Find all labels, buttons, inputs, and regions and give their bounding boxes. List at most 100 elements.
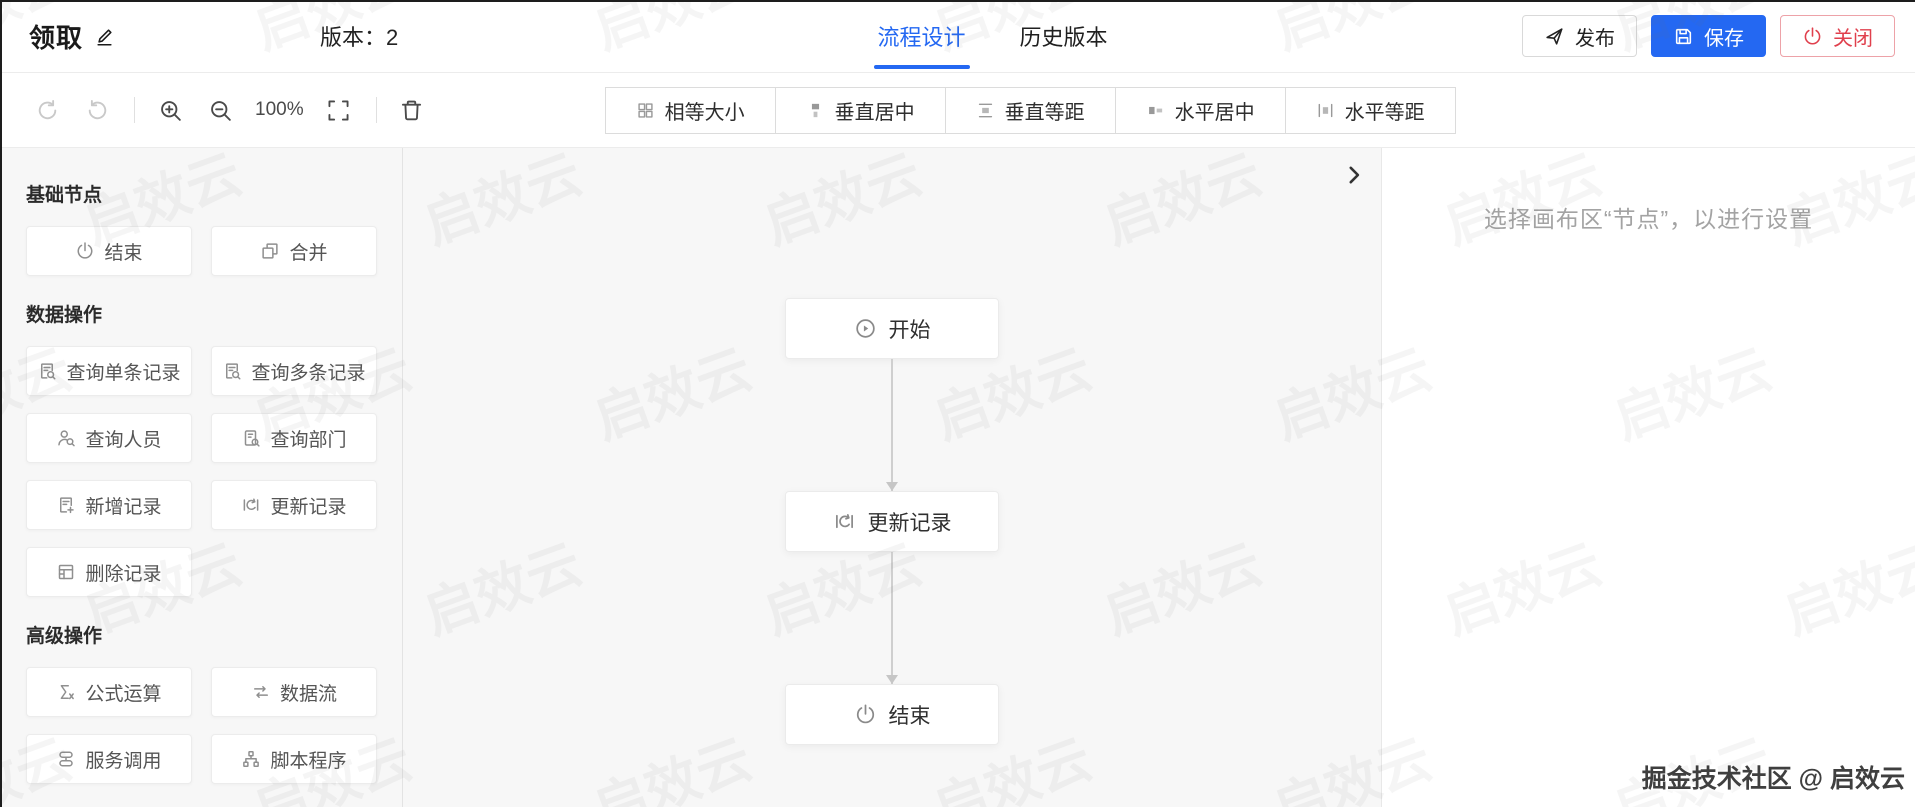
flow-connector xyxy=(891,359,893,491)
palette-item-merge[interactable]: 合并 xyxy=(211,226,377,276)
dataflow-icon xyxy=(251,682,271,702)
palette-item-label: 公式运算 xyxy=(85,683,162,705)
zoom-in-icon xyxy=(158,98,183,123)
inspector-placeholder: 选择画布区“节点”，以进行设置 xyxy=(1483,206,1814,232)
palette-group-2: 高级操作公式运算数据流服务调用脚本程序 xyxy=(26,621,377,784)
align-horizontal-space-button[interactable]: 水平等距 xyxy=(1285,86,1456,134)
align-equal-size-button[interactable]: 相等大小 xyxy=(604,86,776,134)
zoom-level-value: 100% xyxy=(255,99,304,120)
redo-button[interactable] xyxy=(82,95,112,125)
zoom-in-button[interactable] xyxy=(155,95,185,125)
script-icon xyxy=(241,749,261,769)
flow-node-start[interactable]: 开始 xyxy=(785,298,999,359)
palette-item-label: 查询单条记录 xyxy=(66,362,181,384)
flow-connector xyxy=(891,552,893,684)
palette-item-label: 查询部门 xyxy=(270,429,347,451)
palette-grid: 结束 合并 xyxy=(26,226,377,276)
tab-flow-design[interactable]: 流程设计 xyxy=(873,0,970,72)
flow-node-update-record[interactable]: 更新记录 xyxy=(785,491,999,552)
edit-title-icon[interactable] xyxy=(94,26,115,47)
undo-icon xyxy=(35,98,60,123)
header-actions: 发布 保存 关闭 xyxy=(1522,15,1895,57)
close-button[interactable]: 关闭 xyxy=(1780,15,1895,57)
main-area: 基础节点结束合并数据操作查询单条记录查询多条记录查询人员查询部门新增记录更新记录… xyxy=(0,147,1915,807)
window-edge-top xyxy=(0,0,1915,2)
tab-history-versions-label: 历史版本 xyxy=(1019,25,1108,50)
version-label: 版本： xyxy=(320,25,387,50)
update-record-icon xyxy=(833,510,856,533)
palette-item-dataflow[interactable]: 数据流 xyxy=(211,667,377,717)
doc-search-icon xyxy=(222,361,242,381)
palette-item-query-department[interactable]: 查询部门 xyxy=(211,413,377,463)
power-icon xyxy=(854,703,877,726)
palette-group-1: 数据操作查询单条记录 查询多条记录查询人员 查询部门新增记录 更新记录删除记录 xyxy=(26,300,377,597)
align-horizontal-center-button[interactable]: 水平居中 xyxy=(1115,86,1286,134)
power-icon xyxy=(75,241,95,261)
palette-item-update-record[interactable]: 更新记录 xyxy=(211,480,377,530)
palette-item-script[interactable]: 脚本程序 xyxy=(211,734,377,784)
page-title: 领取 xyxy=(29,22,84,53)
delete-record-icon xyxy=(56,562,76,582)
header-tabs: 流程设计 历史版本 xyxy=(873,0,1108,72)
close-button-label: 关闭 xyxy=(1833,27,1873,50)
align-vertical-space-label: 垂直等距 xyxy=(1004,101,1085,124)
palette-item-label: 结束 xyxy=(104,242,143,264)
dept-search-icon xyxy=(241,428,261,448)
inspector-panel: 选择画布区“节点”，以进行设置 xyxy=(1381,148,1915,807)
palette-item-query-person[interactable]: 查询人员 xyxy=(26,413,192,463)
align-vertical-center-button[interactable]: 垂直居中 xyxy=(775,86,946,134)
align-vertical-center-label: 垂直居中 xyxy=(834,101,915,124)
doc-search-icon xyxy=(37,361,57,381)
fit-screen-button[interactable] xyxy=(324,95,354,125)
palette-item-query-single-record[interactable]: 查询单条记录 xyxy=(26,346,192,396)
person-search-icon xyxy=(56,428,76,448)
save-button[interactable]: 保存 xyxy=(1651,15,1766,57)
save-icon xyxy=(1673,26,1694,47)
palette-item-query-multi-record[interactable]: 查询多条记录 xyxy=(211,346,377,396)
palette-item-delete-record[interactable]: 删除记录 xyxy=(26,547,192,597)
send-icon xyxy=(1544,26,1565,47)
zoom-out-button[interactable] xyxy=(205,95,235,125)
service-icon xyxy=(56,749,76,769)
doc-add-icon xyxy=(56,495,76,515)
publish-button[interactable]: 发布 xyxy=(1522,15,1637,57)
node-palette: 基础节点结束 合并数据操作查询单条记录 查询多条记录查询人员 查询部门新增记录 更新记录… xyxy=(0,148,403,807)
palette-grid: 公式运算 数据流服务调用 脚本程序 xyxy=(26,667,377,784)
flow-node-label: 更新记录 xyxy=(867,511,952,535)
flow-canvas[interactable]: 开始更新记录结束 xyxy=(403,148,1381,807)
palette-group-title: 数据操作 xyxy=(26,305,103,326)
align-horizontal-space-label: 水平等距 xyxy=(1344,101,1425,124)
palette-grid: 查询单条记录 查询多条记录查询人员 查询部门新增记录 更新记录删除记录 xyxy=(26,346,377,597)
title-wrap: 领取 xyxy=(29,18,115,55)
publish-button-label: 发布 xyxy=(1575,27,1615,50)
undo-button[interactable] xyxy=(32,95,62,125)
toolbar-divider xyxy=(375,97,377,123)
palette-item-label: 服务调用 xyxy=(85,750,162,772)
palette-item-label: 新增记录 xyxy=(85,496,162,518)
palette-item-label: 查询多条记录 xyxy=(251,362,366,384)
trash-icon xyxy=(399,98,424,123)
delete-button[interactable] xyxy=(397,95,427,125)
align-equal-size-label: 相等大小 xyxy=(664,101,745,124)
palette-item-formula[interactable]: 公式运算 xyxy=(26,667,192,717)
window-edge-left xyxy=(0,0,2,807)
vertical-space-icon xyxy=(976,101,995,120)
palette-item-create-record[interactable]: 新增记录 xyxy=(26,480,192,530)
version-info: 版本：2 xyxy=(320,20,398,52)
align-horizontal-center-label: 水平居中 xyxy=(1174,101,1255,124)
collapse-panel-button[interactable] xyxy=(1341,162,1367,188)
flow-node-label: 开始 xyxy=(888,318,931,342)
palette-item-label: 删除记录 xyxy=(85,563,162,585)
palette-item-service-call[interactable]: 服务调用 xyxy=(26,734,192,784)
flow-diagram: 开始更新记录结束 xyxy=(785,298,999,745)
toolbar-divider xyxy=(134,97,135,123)
palette-group-title: 基础节点 xyxy=(26,185,103,206)
formula-icon xyxy=(56,682,76,702)
align-vertical-space-button[interactable]: 垂直等距 xyxy=(945,86,1116,134)
palette-item-label: 数据流 xyxy=(279,683,337,705)
tab-history-versions[interactable]: 历史版本 xyxy=(1020,0,1108,72)
flow-node-end[interactable]: 结束 xyxy=(785,684,999,745)
tab-flow-design-label: 流程设计 xyxy=(877,25,966,50)
equal-size-icon xyxy=(636,101,655,120)
palette-item-end[interactable]: 结束 xyxy=(26,226,192,276)
